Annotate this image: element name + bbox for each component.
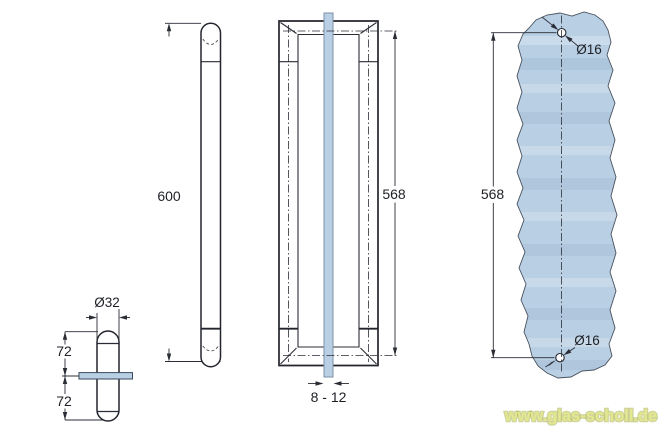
glass-strip <box>323 12 334 378</box>
arrowhead-up <box>392 31 398 39</box>
leader-line <box>570 39 579 47</box>
right-handle-outer <box>333 20 379 367</box>
hole-diameter-bottom-label: Ø16 <box>574 333 600 348</box>
leader-line <box>541 16 553 26</box>
leader-line <box>545 363 551 368</box>
right-handle-inner <box>333 33 360 348</box>
offset-bottom-label: 72 <box>56 393 72 409</box>
panel-view: 568 Ø16 Ø16 <box>481 11 618 379</box>
arrowhead <box>563 349 572 356</box>
arrowhead-right <box>315 381 324 386</box>
arrowhead-down <box>62 368 68 376</box>
glass-bar <box>78 372 133 380</box>
arrowhead-down <box>392 347 398 356</box>
offset-top-label: 72 <box>56 343 72 359</box>
hidden-arc <box>202 38 219 45</box>
arrowhead <box>548 360 557 367</box>
diameter-label: Ø32 <box>94 295 120 310</box>
arrowhead-right <box>89 315 97 320</box>
arrowhead <box>550 23 559 31</box>
arrowhead-down <box>62 412 68 420</box>
arrowhead <box>565 35 573 43</box>
arrowhead-down <box>491 349 496 358</box>
hole-diameter-top-label: Ø16 <box>576 42 602 57</box>
side-view: Ø32 72 72 <box>56 295 133 422</box>
watermark-text: www.glas-scholl.de <box>504 407 658 425</box>
left-handle-outer <box>278 20 324 367</box>
arrowhead-up <box>62 376 68 384</box>
glass-panel-outline <box>516 11 618 379</box>
glass-panel <box>517 12 617 378</box>
arrowhead-up <box>166 23 172 32</box>
hidden-arc <box>202 345 219 352</box>
drill-hole-bottom <box>555 352 565 363</box>
front-view: 600 <box>157 22 222 368</box>
arrowhead-left <box>333 381 342 386</box>
arrowhead-left <box>119 315 127 320</box>
handle-bar <box>200 22 222 368</box>
centers-label: 568 <box>382 186 406 202</box>
left-handle-inner <box>297 33 324 348</box>
pair-view: 568 8 - 12 <box>278 12 406 405</box>
arrowhead-up <box>491 32 496 41</box>
glass-texture <box>517 36 617 370</box>
arrowhead-up <box>62 331 68 340</box>
leader-line <box>569 347 576 352</box>
length-label: 600 <box>157 188 181 204</box>
arrowhead-down <box>166 353 172 362</box>
glass-thickness-label: 8 - 12 <box>311 389 347 405</box>
centers-label: 568 <box>481 186 505 202</box>
